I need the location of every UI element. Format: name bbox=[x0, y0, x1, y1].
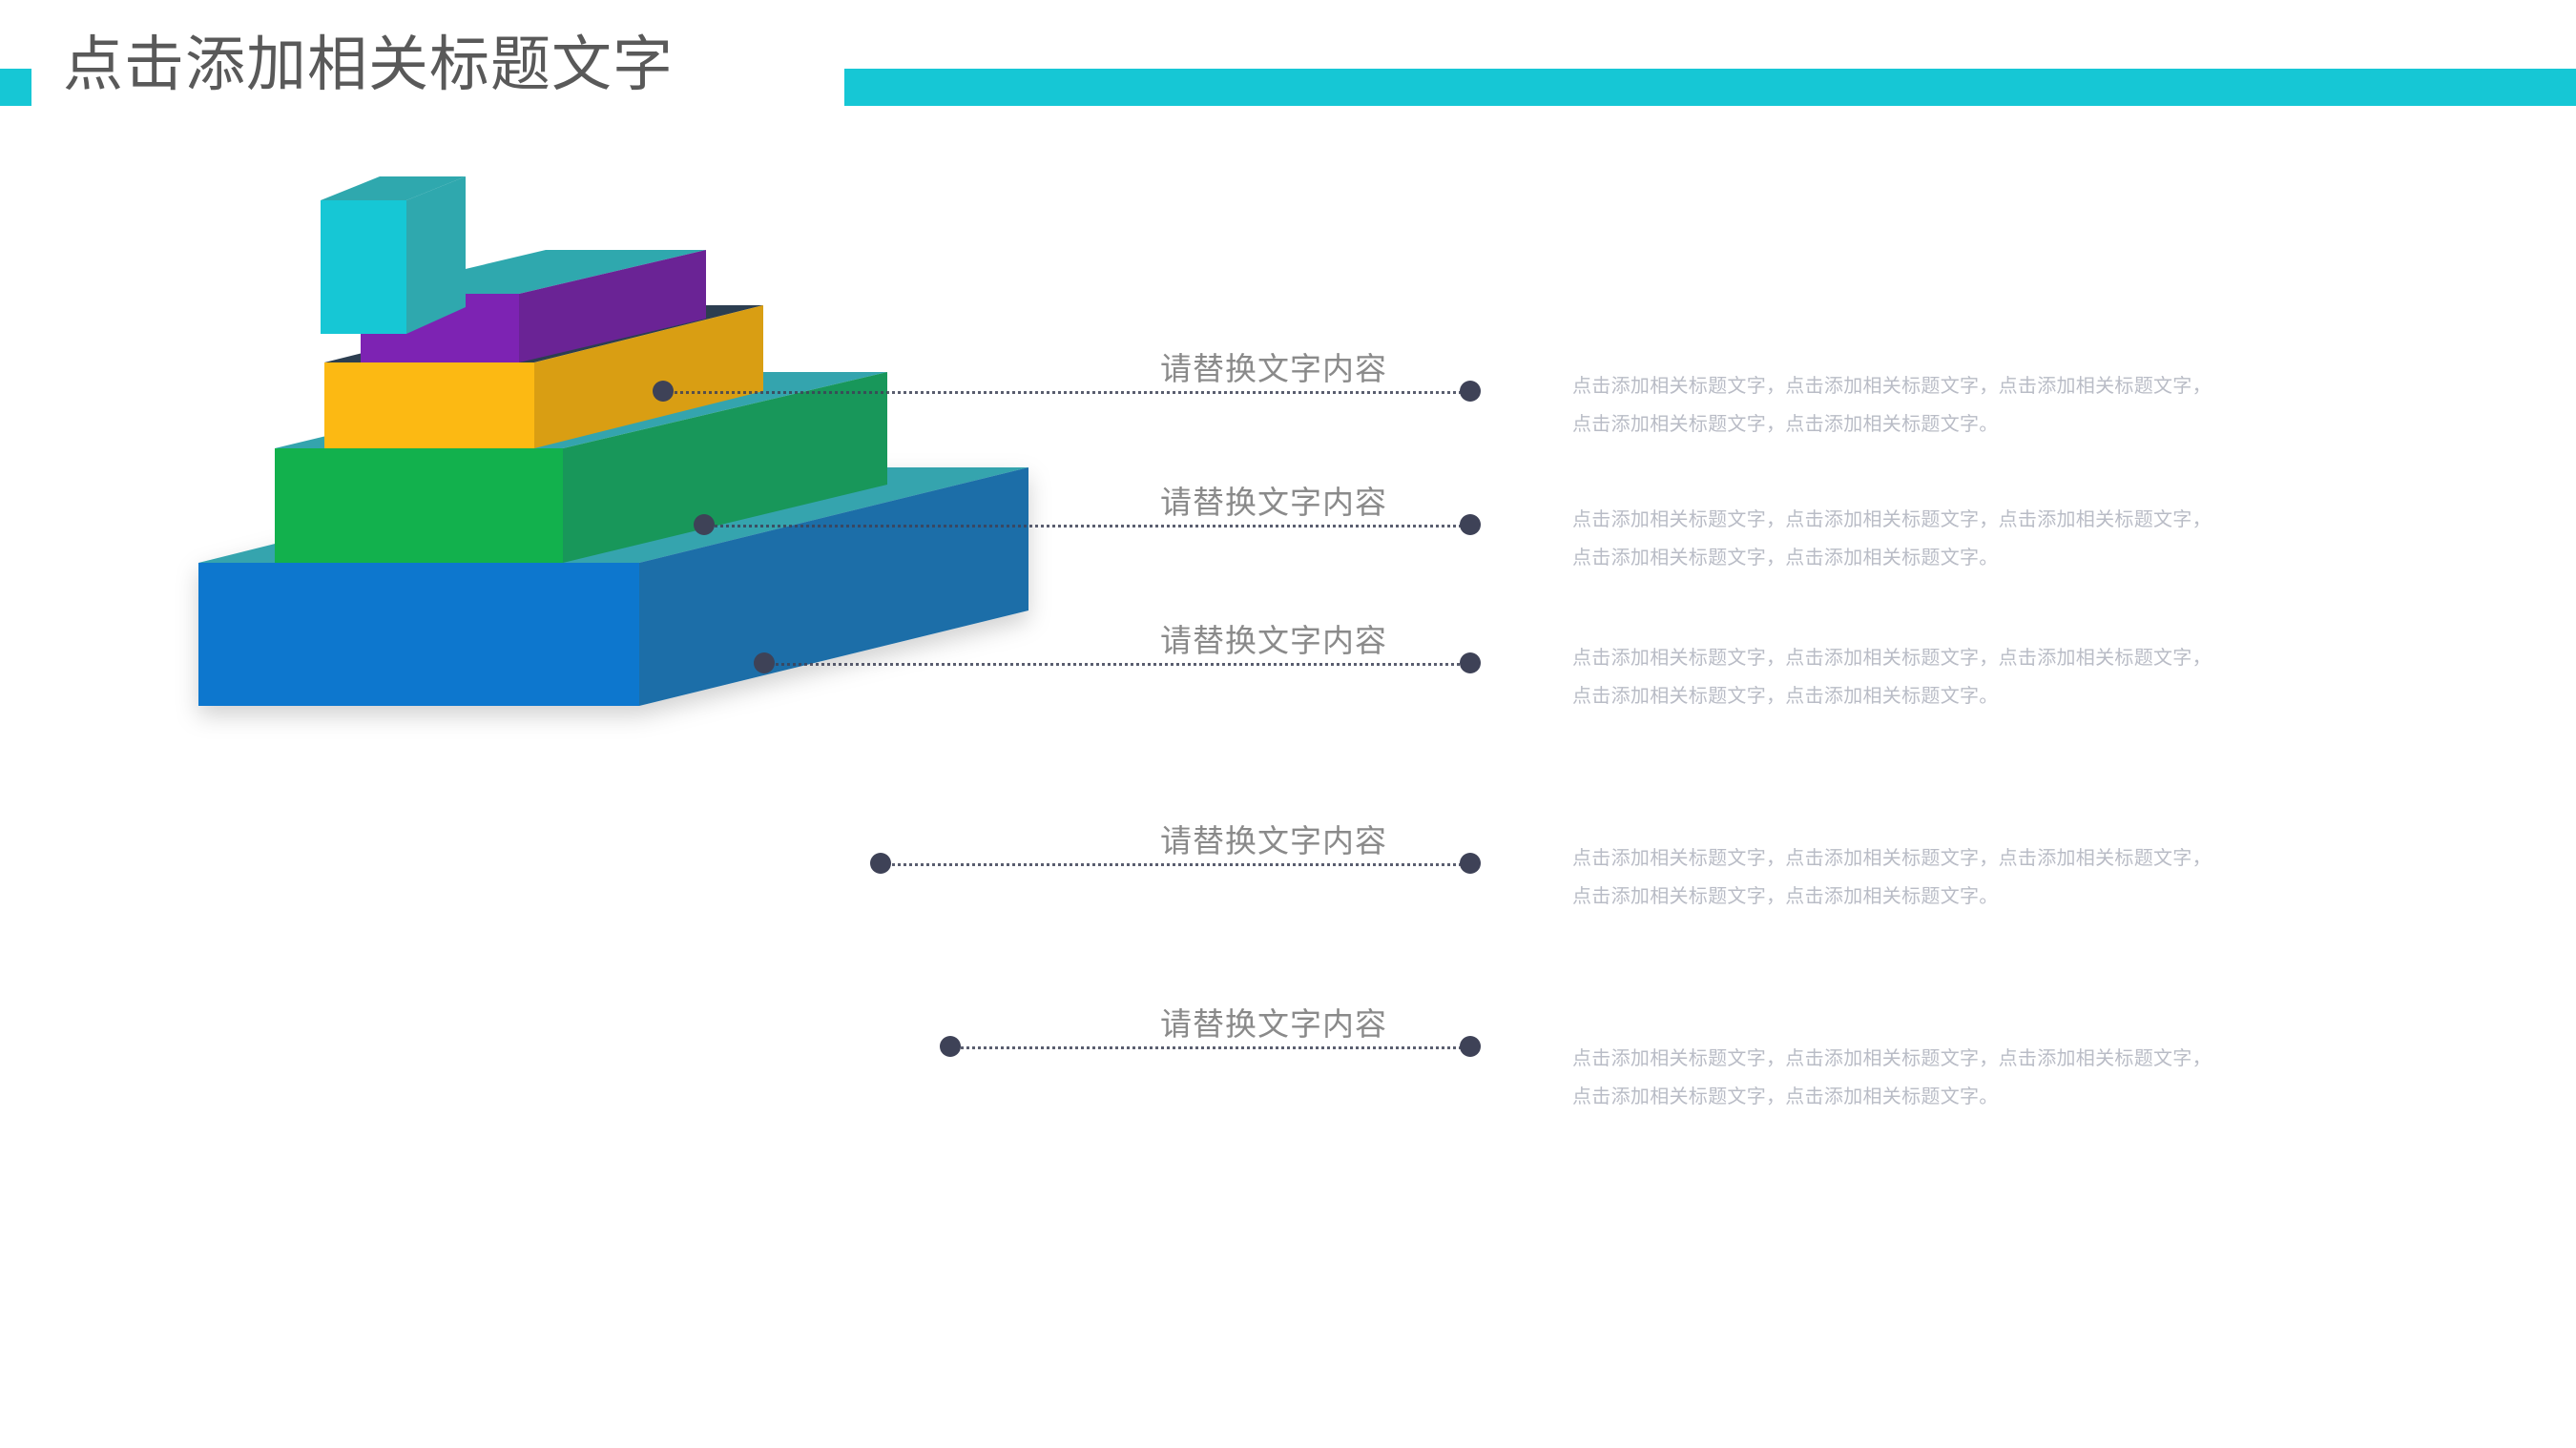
connector-dot-left-1 bbox=[653, 381, 674, 402]
connector-line-1 bbox=[668, 391, 1467, 394]
connector-dot-left-4 bbox=[870, 853, 891, 874]
connector-line-2 bbox=[709, 525, 1467, 527]
connector-dot-right-2 bbox=[1460, 514, 1481, 535]
callout-label-1: 请替换文字内容 bbox=[1160, 351, 1387, 386]
connector-dot-right-5 bbox=[1460, 1036, 1481, 1057]
connector-dot-left-5 bbox=[940, 1036, 961, 1057]
connector-line-3 bbox=[769, 663, 1467, 666]
connector-line-4 bbox=[885, 863, 1467, 866]
connector-line-5 bbox=[955, 1046, 1467, 1049]
connector-dot-right-4 bbox=[1460, 853, 1481, 874]
callout-body-1: 点击添加相关标题文字，点击添加相关标题文字，点击添加相关标题文字，点击添加相关标… bbox=[1572, 376, 2212, 435]
callout-body-5: 点击添加相关标题文字，点击添加相关标题文字，点击添加相关标题文字，点击添加相关标… bbox=[1572, 1048, 2212, 1107]
connector-dot-right-1 bbox=[1460, 381, 1481, 402]
header-accent-square bbox=[0, 69, 31, 106]
callout-label-2: 请替换文字内容 bbox=[1160, 485, 1387, 520]
callout-label-3: 请替换文字内容 bbox=[1160, 623, 1387, 658]
connector-dot-right-3 bbox=[1460, 652, 1481, 673]
connector-dot-left-2 bbox=[694, 514, 715, 535]
page-title: 点击添加相关标题文字 bbox=[63, 31, 674, 98]
pyramid-level-1-top-block bbox=[134, 153, 534, 372]
callout-label-4: 请替换文字内容 bbox=[1160, 823, 1387, 858]
page-header: 点击添加相关标题文字 bbox=[0, 0, 2576, 143]
callout-label-5: 请替换文字内容 bbox=[1160, 1006, 1387, 1042]
stacked-pyramid-diagram bbox=[134, 229, 1145, 1250]
header-accent-bar bbox=[844, 69, 2576, 106]
callout-body-2: 点击添加相关标题文字，点击添加相关标题文字，点击添加相关标题文字，点击添加相关标… bbox=[1572, 509, 2212, 569]
callout-body-4: 点击添加相关标题文字，点击添加相关标题文字，点击添加相关标题文字，点击添加相关标… bbox=[1572, 848, 2212, 907]
connector-dot-left-3 bbox=[754, 652, 775, 673]
callout-body-3: 点击添加相关标题文字，点击添加相关标题文字，点击添加相关标题文字，点击添加相关标… bbox=[1572, 648, 2212, 707]
